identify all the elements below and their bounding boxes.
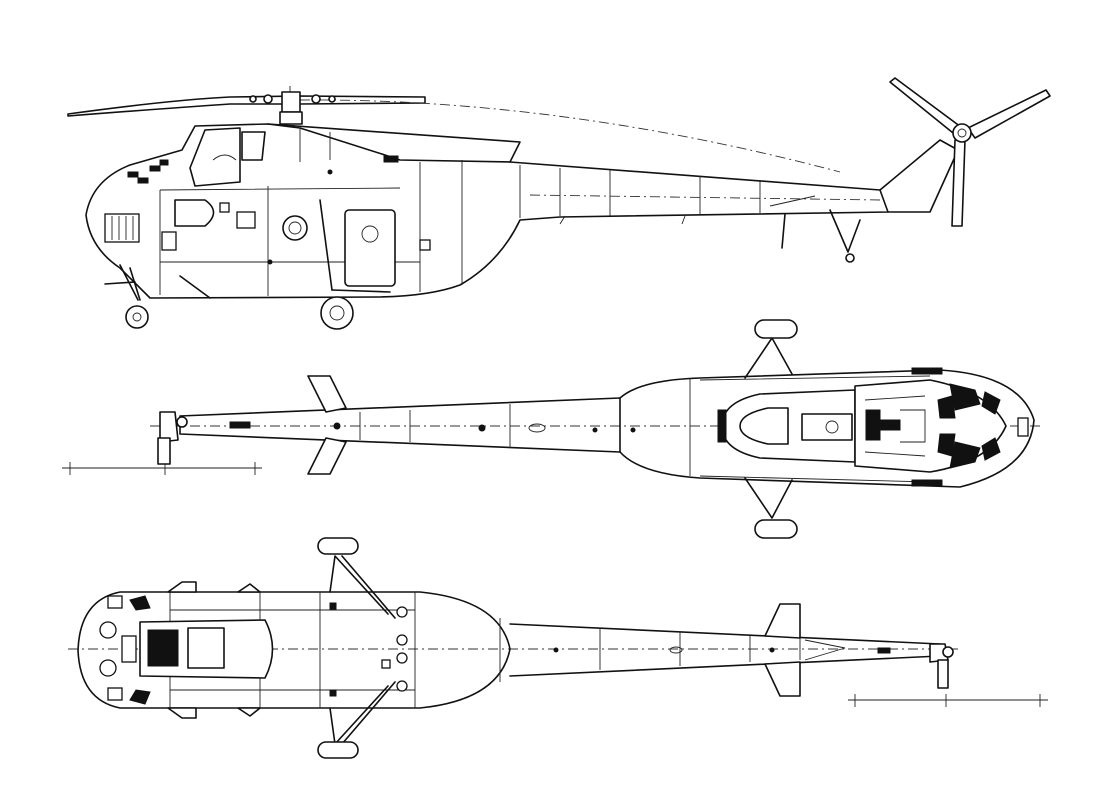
side-tail-rotor bbox=[889, 77, 1051, 227]
main-rotor bbox=[67, 86, 841, 173]
side-view bbox=[67, 77, 1051, 330]
bottom-view bbox=[68, 537, 1048, 759]
top-view bbox=[62, 319, 1040, 539]
side-fuselage bbox=[85, 77, 1051, 299]
side-landing-gear bbox=[104, 199, 391, 330]
